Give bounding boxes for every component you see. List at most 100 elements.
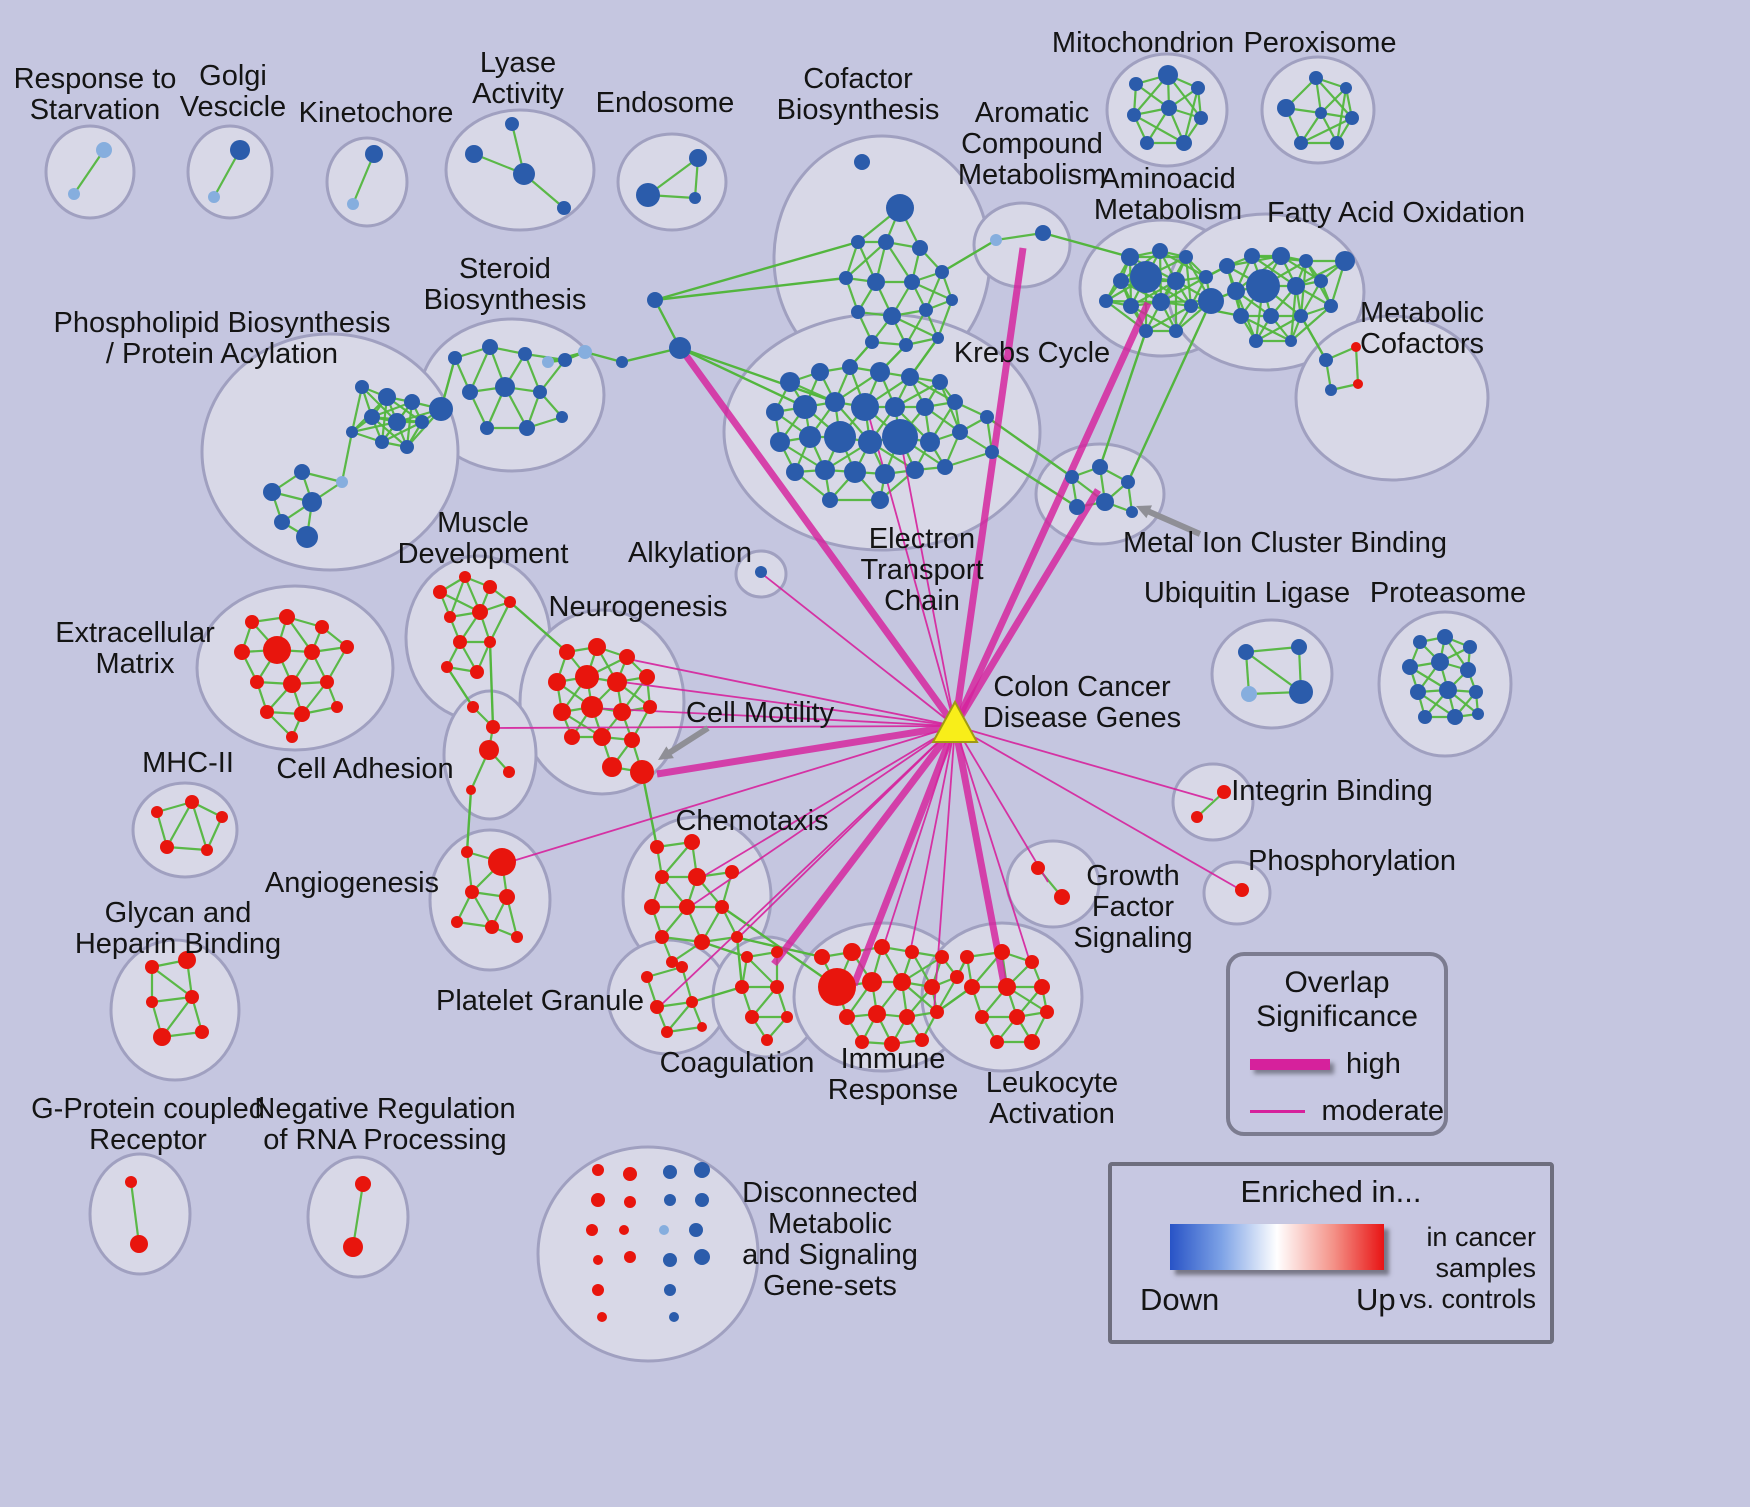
cluster-edge xyxy=(1133,114,1185,144)
network-node xyxy=(865,335,879,349)
network-node xyxy=(624,1251,636,1263)
network-node xyxy=(1054,889,1070,905)
network-node xyxy=(592,1284,604,1296)
network-node xyxy=(441,661,453,673)
network-node xyxy=(1246,269,1280,303)
network-node xyxy=(451,916,463,928)
label-peroxisome: Peroxisome xyxy=(1243,27,1396,59)
network-node xyxy=(1191,81,1205,95)
network-node xyxy=(125,1176,137,1188)
network-node xyxy=(886,194,914,222)
network-node xyxy=(636,183,660,207)
network-node xyxy=(824,421,856,453)
network-node xyxy=(937,459,953,475)
network-node xyxy=(697,1022,707,1032)
hub-edge-high xyxy=(771,723,958,967)
green-link xyxy=(1042,231,1131,259)
network-node xyxy=(591,1193,605,1207)
network-node xyxy=(799,426,821,448)
network-node xyxy=(858,430,882,454)
network-node xyxy=(593,1255,603,1265)
network-node xyxy=(400,440,414,454)
network-node xyxy=(935,265,949,279)
network-node xyxy=(715,900,729,914)
green-link xyxy=(679,346,806,409)
network-node xyxy=(1031,861,1045,875)
network-node xyxy=(851,235,865,249)
network-node xyxy=(839,271,853,285)
network-node xyxy=(302,492,322,512)
label-cell-adhesion: Cell Adhesion xyxy=(276,753,453,785)
network-node xyxy=(882,419,918,455)
network-node xyxy=(1121,248,1139,266)
network-node xyxy=(1294,309,1308,323)
network-node xyxy=(279,609,295,625)
network-node xyxy=(1272,247,1290,265)
hub-edge-high xyxy=(951,301,1152,728)
cluster-edge xyxy=(1145,305,1192,332)
network-node xyxy=(644,899,660,915)
network-node xyxy=(883,307,901,325)
network-node xyxy=(818,968,856,1006)
network-node xyxy=(480,421,494,435)
network-node xyxy=(195,1025,209,1039)
network-node xyxy=(932,332,944,344)
network-node xyxy=(975,1010,989,1024)
network-node xyxy=(1330,136,1344,150)
label-mitochondrion: Mitochondrion xyxy=(1052,27,1234,59)
label-mhc-ii: MHC-II xyxy=(142,747,234,779)
network-node xyxy=(1345,111,1359,125)
green-link xyxy=(941,238,997,274)
network-node xyxy=(874,939,890,955)
network-node xyxy=(688,868,706,886)
network-node xyxy=(1121,475,1135,489)
green-link xyxy=(465,789,473,853)
network-node xyxy=(274,514,290,530)
network-node xyxy=(1413,635,1427,649)
network-node xyxy=(556,411,568,423)
cluster-ellipse-neurogenesis xyxy=(518,608,686,796)
network-node xyxy=(415,415,429,429)
enrichment-note-line2: samples xyxy=(1435,1253,1536,1283)
network-node xyxy=(694,1162,710,1178)
label-platelet-granule: Platelet Granule xyxy=(436,985,644,1017)
network-node xyxy=(343,1237,363,1257)
network-node xyxy=(875,464,895,484)
network-node xyxy=(444,611,456,623)
label-neurogenesis: Neurogenesis xyxy=(549,591,728,623)
network-node xyxy=(990,1035,1004,1049)
network-node xyxy=(145,960,159,974)
network-node xyxy=(1169,324,1183,338)
network-node xyxy=(375,435,389,449)
network-node xyxy=(1410,684,1426,700)
network-node xyxy=(1351,342,1361,352)
network-node xyxy=(842,359,858,375)
arrows xyxy=(658,505,1202,760)
network-node xyxy=(1418,710,1432,724)
network-node xyxy=(581,696,603,718)
network-node xyxy=(663,1165,677,1179)
cluster-edge xyxy=(381,421,423,443)
high-label: high xyxy=(1346,1048,1401,1080)
network-node xyxy=(878,234,894,250)
network-node xyxy=(985,445,999,459)
network-node xyxy=(851,393,879,421)
cluster-ellipse-metabolic-cofactors xyxy=(1294,314,1490,482)
network-node xyxy=(1123,298,1139,314)
network-node xyxy=(355,380,369,394)
network-node xyxy=(1325,384,1337,396)
network-node xyxy=(630,760,654,784)
network-node xyxy=(1238,644,1254,660)
network-node xyxy=(661,1026,673,1038)
network-node xyxy=(686,996,698,1008)
cluster-edge xyxy=(1255,315,1302,342)
network-node xyxy=(919,303,933,317)
network-node xyxy=(935,950,949,964)
network-node xyxy=(388,413,406,431)
hub-edge-high xyxy=(850,724,959,987)
network-node xyxy=(208,191,220,203)
network-node xyxy=(901,368,919,386)
network-node xyxy=(947,394,963,410)
network-node xyxy=(862,972,882,992)
cluster-edge xyxy=(1290,305,1332,342)
